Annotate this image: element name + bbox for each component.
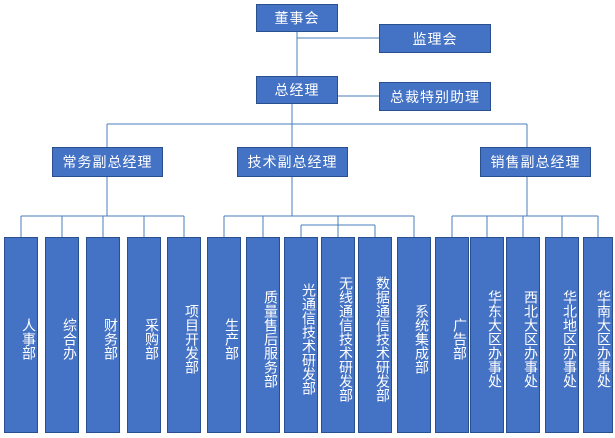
dept-box: 采购部 [127,237,161,433]
dept-box: 无线通信技术研发部 [321,237,355,433]
supervisory-label: 监理会 [412,31,458,48]
vp-label-2: 销售副总经理 [490,155,581,171]
vp-label-0: 常务副总经理 [62,155,153,171]
dept-box: 综合办 [45,237,79,433]
supervisory-box: 监理会 [379,24,491,53]
dept-label: 华北地区办事处 [561,290,577,388]
dept-box: 西北大区办事处 [506,237,540,433]
ceo-assistant-box: 总裁特别助理 [379,82,491,111]
dept-label: 华东大区办事处 [486,290,502,388]
gm-label: 总经理 [274,83,320,99]
dept-label: 采购部 [143,318,159,360]
dept-label: 质量售后服务部 [262,290,278,388]
chairman-box: 董事会 [256,4,338,32]
dept-label: 生产部 [223,318,239,360]
dept-label: 无线通信技术研发部 [337,276,353,402]
dept-box: 财务部 [86,237,120,433]
dept-box: 系统集成部 [397,237,431,433]
dept-label: 综合办 [61,318,77,360]
dept-box: 人事部 [4,237,38,433]
dept-label: 光通信技术研发部 [300,283,316,395]
dept-box: 华南大区办事处 [583,237,613,433]
dept-label: 财务部 [102,318,118,360]
dept-label: 广告部 [451,318,467,360]
chairman-label: 董事会 [274,11,320,27]
ceo-assistant-label: 总裁特别助理 [390,89,480,106]
dept-box: 华北地区办事处 [545,237,579,433]
dept-label: 西北大区办事处 [522,290,538,388]
dept-box: 广告部 [435,237,469,433]
dept-label: 数据通信技术研发部 [374,276,390,402]
dept-label: 系统集成部 [413,304,429,374]
dept-box: 生产部 [207,237,241,433]
vp-box-1: 技术副总经理 [237,147,348,177]
dept-box: 质量售后服务部 [246,237,280,433]
dept-label: 项目开发部 [183,304,199,374]
dept-box: 光通信技术研发部 [284,237,318,433]
vp-box-2: 销售副总经理 [480,147,591,177]
dept-label: 人事部 [20,318,36,360]
dept-box: 项目开发部 [167,237,201,433]
vp-label-1: 技术副总经理 [247,155,338,171]
gm-box: 总经理 [256,76,338,104]
dept-box: 数据通信技术研发部 [358,237,392,433]
vp-box-0: 常务副总经理 [52,147,163,177]
dept-label: 华南大区办事处 [595,290,611,388]
dept-box: 华东大区办事处 [470,237,504,433]
